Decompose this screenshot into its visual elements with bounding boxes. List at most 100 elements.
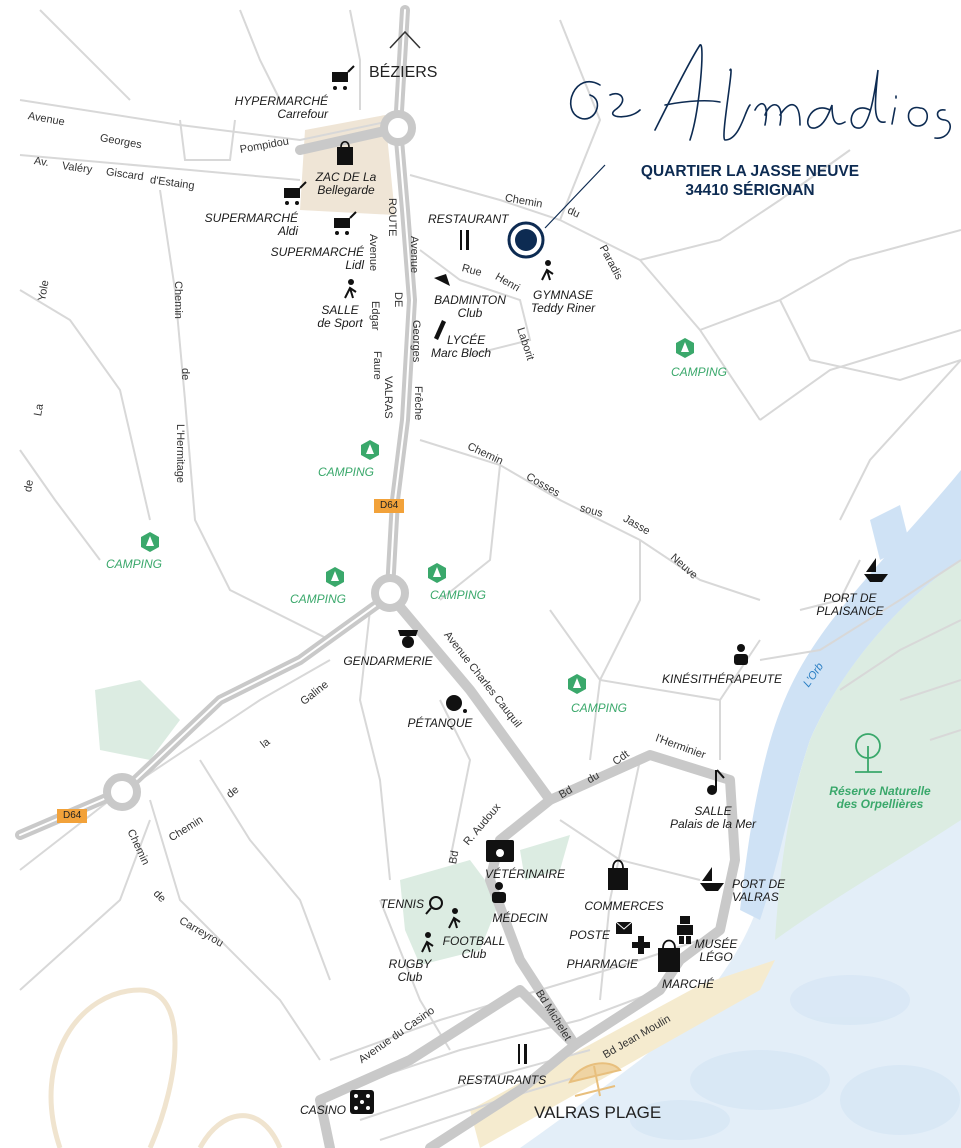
- decor-arc: [48, 987, 178, 1148]
- street-hermitage-1: Chemin: [172, 281, 184, 319]
- label-kine[interactable]: KINÉSITHÉRAPEUTE: [661, 672, 783, 686]
- street-freche-1: Avenue: [408, 236, 420, 274]
- shopping-bag-icon-zac: [337, 140, 353, 165]
- label-medecin[interactable]: MÉDECIN: [492, 911, 548, 925]
- pencil-icon: [434, 320, 446, 340]
- label-camping-2[interactable]: CAMPING: [317, 465, 375, 479]
- lego-icon: [677, 916, 693, 944]
- boat-icon-plaisance: [864, 558, 888, 582]
- park-west: [95, 680, 180, 760]
- d64-badge-north: [374, 499, 404, 513]
- label-poste[interactable]: POSTE: [569, 928, 610, 942]
- dice-icon: [350, 1090, 374, 1114]
- mail-icon: [615, 921, 633, 934]
- chevron-up-icon: [389, 30, 421, 49]
- badminton-icon: [434, 274, 450, 286]
- label-camping-1[interactable]: CAMPING: [670, 365, 728, 379]
- roundabout-west: [103, 773, 141, 811]
- label-petanque[interactable]: PÉTANQUE: [407, 716, 473, 730]
- project-city: 34410 SÉRIGNAN: [685, 182, 815, 199]
- street-hermitage-3: L'Hermitage: [174, 424, 186, 483]
- beach-area: [470, 960, 775, 1148]
- doctor-icon-medecin: [492, 882, 506, 903]
- label-casino[interactable]: CASINO: [299, 1103, 346, 1117]
- petanque-icon: [446, 695, 462, 711]
- street-faure-3: Faure: [371, 351, 383, 380]
- label-tennis[interactable]: TENNIS: [379, 897, 424, 911]
- street-audoux-1: Bd: [447, 849, 462, 866]
- label-gendarmerie[interactable]: GENDARMERIE: [343, 654, 433, 668]
- rugby-icon: [421, 932, 434, 953]
- cart-icon-aldi: [284, 181, 307, 205]
- fitness-icon-gymnase: [541, 260, 554, 281]
- park-center: [520, 835, 570, 880]
- street-faure-1: Avenue: [367, 234, 379, 272]
- street-route-valras: VALRAS: [382, 376, 394, 419]
- fork-knife-icon-restaurant: [460, 230, 469, 250]
- fitness-icon-salle: [344, 279, 357, 299]
- street-faure-2: Edgar: [369, 301, 381, 331]
- cart-icon-hypermarche: [332, 65, 355, 90]
- vet-icon: [486, 840, 514, 862]
- label-restaurant[interactable]: RESTAURANT: [428, 212, 509, 226]
- doctor-icon-kine: [734, 644, 748, 665]
- street-route: ROUTE: [386, 198, 398, 237]
- roundabout-north: [380, 110, 416, 146]
- d64-label-north: D64: [380, 500, 399, 511]
- tree-icon: [855, 733, 882, 773]
- shopping-bag-icon-commerces: [608, 859, 628, 890]
- d64-label-west: D64: [63, 810, 82, 821]
- label-pharmacie[interactable]: PHARMACIE: [566, 957, 638, 971]
- d64-badge-west: [57, 809, 87, 823]
- sea-texture: [630, 975, 960, 1140]
- pin-leader-line: [544, 164, 606, 229]
- street-freche-2: Georges: [410, 320, 422, 363]
- police-icon: [398, 630, 418, 648]
- shopping-bag-icon-marche: [658, 939, 680, 972]
- label-veterinaire[interactable]: VÉTÉRINAIRE: [484, 867, 566, 881]
- label-commerces[interactable]: COMMERCES: [584, 899, 664, 913]
- street-yole-3: de: [22, 478, 37, 494]
- label-camping-3[interactable]: CAMPING: [105, 557, 163, 571]
- label-camping-6[interactable]: CAMPING: [570, 701, 628, 715]
- boat-icon-valras: [700, 867, 724, 891]
- project-address: QUARTIER LA JASSE NEUVE 34410 SÉRIGNAN: [610, 162, 890, 200]
- street-freche-3: Frêche: [412, 386, 424, 421]
- decor-arc-2: [197, 1113, 283, 1148]
- direction-beziers: BÉZIERS: [369, 64, 438, 81]
- label-marche[interactable]: MARCHÉ: [661, 977, 715, 991]
- tennis-icon: [425, 896, 443, 915]
- river-inlet: [870, 505, 910, 560]
- label-valras-plage: VALRAS PLAGE: [534, 1103, 662, 1122]
- river-orb: [740, 470, 961, 920]
- street-valery-1: Av.: [33, 155, 50, 170]
- label-restaurants[interactable]: RESTAURANTS: [457, 1073, 547, 1087]
- fork-knife-icon-restaurants: [518, 1044, 527, 1064]
- label-camping-5[interactable]: CAMPING: [429, 588, 487, 602]
- cart-icon-lidl: [334, 211, 357, 235]
- music-note-icon: [707, 769, 725, 795]
- label-camping-4[interactable]: CAMPING: [289, 592, 347, 606]
- pharmacy-icon: [632, 936, 650, 954]
- roundabout-center: [371, 574, 409, 612]
- sports-ground: [400, 860, 500, 965]
- street-route-de: DE: [392, 292, 404, 308]
- street-hermitage-2: de: [179, 368, 191, 381]
- street-yole-2: La: [32, 402, 47, 418]
